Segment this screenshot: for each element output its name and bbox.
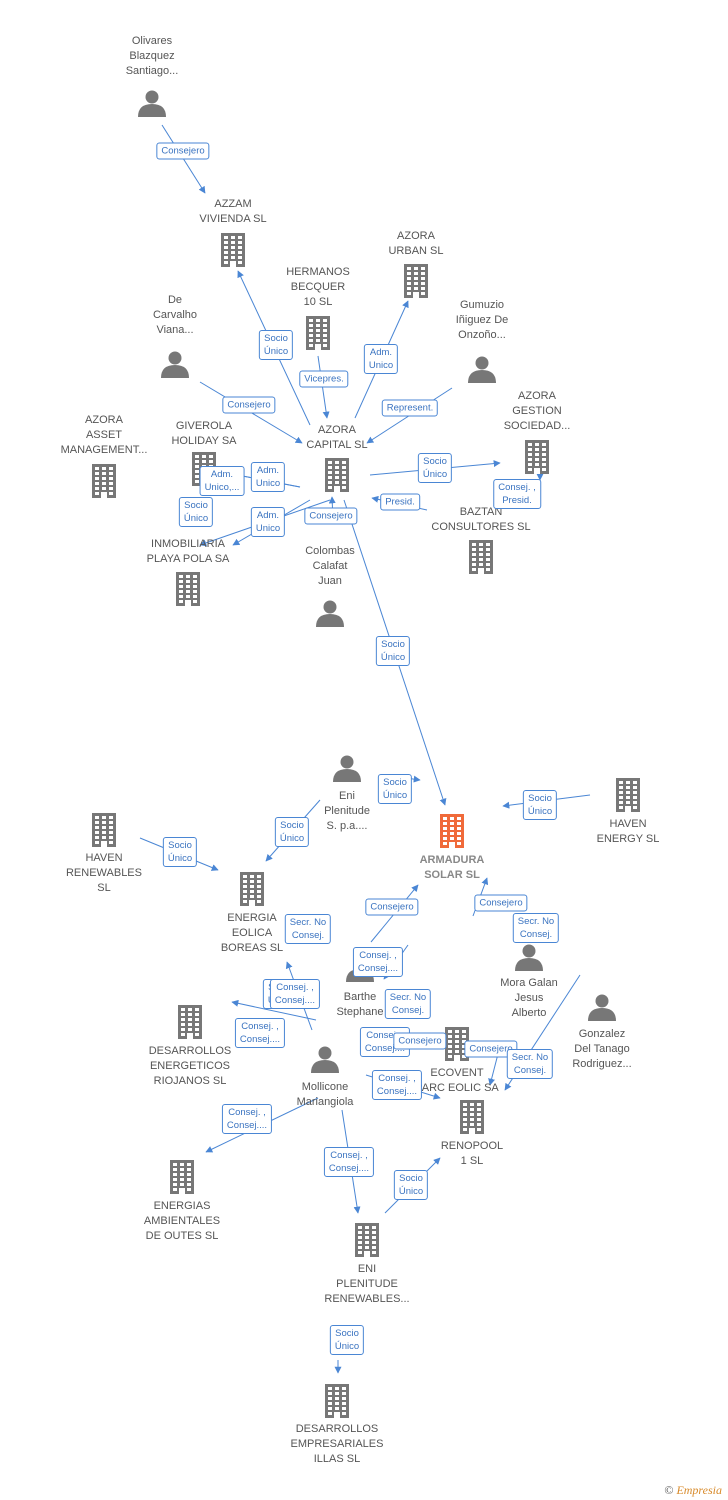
node-label-decarvalho[interactable]: De Carvalho Viana... (152, 294, 198, 336)
node-label-hermanos[interactable]: HERMANOS BECQUER 10 SL (286, 266, 350, 308)
building-icon-azora_gestion[interactable] (525, 440, 549, 474)
building-icon-azzam[interactable] (221, 233, 245, 267)
relation-label-16[interactable]: Socio Único (522, 790, 558, 820)
relation-label-5[interactable]: Consejero (222, 396, 276, 414)
building-icon-hermanos[interactable] (306, 316, 330, 350)
relation-label-26[interactable]: Consej. , Consej.... (234, 1018, 286, 1048)
relation-label-0[interactable]: Consejero (156, 142, 210, 160)
person-icon-mora[interactable] (515, 944, 543, 972)
relation-label-10[interactable]: Consejero (304, 507, 358, 525)
relation-label-22[interactable]: Secr. No Consej. (512, 913, 560, 943)
building-icon-eni_plenitude_renew[interactable] (355, 1223, 379, 1257)
node-label-azzam[interactable]: AZZAM VIVIENDA SL (199, 198, 267, 225)
node-label-gumuzio[interactable]: Gumuzio Iñiguez De Onzoño... (455, 299, 509, 341)
relation-label-27[interactable]: Secr. No Consej. (384, 989, 432, 1019)
person-icon-mollicone[interactable] (311, 1046, 339, 1074)
relation-label-12[interactable]: Socio Único (417, 453, 453, 483)
footer-brand: © Empresia (664, 1483, 722, 1498)
relation-label-15[interactable]: Socio Único (377, 774, 413, 804)
building-icon-inmobiliaria[interactable] (176, 572, 200, 606)
node-label-energia_eolica[interactable]: ENERGIA EOLICA BOREAS SL (220, 912, 284, 954)
node-label-gonzalez[interactable]: Gonzalez Del Tanago Rodriguez... (572, 1028, 632, 1070)
node-label-energias_ambientales[interactable]: ENERGIAS AMBIENTALES DE OUTES SL (143, 1200, 221, 1242)
building-icon-armadura[interactable] (440, 814, 464, 848)
node-label-azora_asset[interactable]: AZORA ASSET MANAGEMENT... (60, 414, 148, 456)
relation-label-29[interactable]: Consejero (393, 1032, 447, 1050)
node-label-inmobiliaria[interactable]: INMOBILIARIA PLAYA POLA SA (146, 538, 230, 565)
edge-26 (231, 999, 317, 1021)
building-icon-energia_eolica[interactable] (240, 872, 264, 906)
relation-label-11[interactable]: Presid. (380, 493, 420, 511)
copyright-symbol: © (664, 1483, 674, 1497)
node-label-azora_gestion[interactable]: AZORA GESTION SOCIEDAD... (503, 390, 571, 432)
person-icon-eni_plenitude_spa[interactable] (333, 755, 361, 783)
person-icon-colombas[interactable] (316, 600, 344, 628)
building-icon-desarrollos_riojanos[interactable] (178, 1005, 202, 1039)
relation-label-32[interactable]: Consej. , Consej.... (371, 1070, 423, 1100)
relation-label-25[interactable]: Consej. , Consej.... (269, 979, 321, 1009)
building-icon-energias_ambientales[interactable] (170, 1160, 194, 1194)
relation-label-31[interactable]: Secr. No Consej. (506, 1049, 554, 1079)
node-label-desarrollos_illas[interactable]: DESARROLLOS EMPRESARIALES ILLAS SL (290, 1423, 384, 1465)
node-label-olivares[interactable]: Olivares Blazquez Santiago... (125, 35, 179, 77)
node-label-haven_renewables[interactable]: HAVEN RENEWABLES SL (65, 852, 142, 894)
node-label-barthe[interactable]: Barthe Stephane (336, 991, 384, 1018)
relation-label-4[interactable]: Represent. (381, 399, 439, 417)
relation-label-9[interactable]: Adm. Unico (250, 507, 286, 537)
building-icon-azora_capital[interactable] (325, 458, 349, 492)
relation-label-7[interactable]: Adm. Unico (250, 462, 286, 492)
building-icon-haven_renewables[interactable] (92, 813, 116, 847)
relation-label-18[interactable]: Socio Único (274, 817, 310, 847)
relation-label-30[interactable]: Consejero (464, 1040, 518, 1058)
node-label-azora_urban[interactable]: AZORA URBAN SL (388, 230, 444, 257)
node-label-eni_plenitude_renew[interactable]: ENI PLENITUDE RENEWABLES... (324, 1263, 410, 1305)
node-label-azora_capital[interactable]: AZORA CAPITAL SL (306, 424, 368, 451)
building-icon-azora_urban[interactable] (404, 264, 428, 298)
building-icon-azora_asset[interactable] (92, 464, 116, 498)
building-icon-haven_energy[interactable] (616, 778, 640, 812)
node-label-renopool[interactable]: RENOPOOL 1 SL (440, 1140, 504, 1167)
node-label-mora[interactable]: Mora Galan Jesus Alberto (500, 977, 558, 1019)
relation-label-17[interactable]: Socio Único (162, 837, 198, 867)
node-label-colombas[interactable]: Colombas Calafat Juan (305, 545, 355, 587)
person-icon-decarvalho[interactable] (161, 351, 189, 379)
relation-label-34[interactable]: Consej. , Consej.... (323, 1147, 375, 1177)
relation-label-13[interactable]: Consej. , Presid. (493, 479, 541, 509)
node-label-giverola[interactable]: GIVEROLA HOLIDAY SA (171, 420, 237, 447)
relation-label-35[interactable]: Socio Único (393, 1170, 429, 1200)
relation-label-36[interactable]: Socio Único (329, 1325, 365, 1355)
relation-label-23[interactable]: Consej. , Consej.... (352, 947, 404, 977)
building-icon-renopool[interactable] (460, 1100, 484, 1134)
relation-label-33[interactable]: Consej. , Consej.... (221, 1104, 273, 1134)
person-icon-gonzalez[interactable] (588, 994, 616, 1022)
node-label-mollicone[interactable]: Mollicone Mariangiola (296, 1081, 354, 1108)
node-label-baztan[interactable]: BAZTAN CONSULTORES SL (431, 506, 531, 533)
person-icon-olivares[interactable] (138, 90, 166, 118)
relation-label-19[interactable]: Consejero (365, 898, 419, 916)
relation-label-21[interactable]: Secr. No Consej. (284, 914, 332, 944)
node-label-eni_plenitude_spa[interactable]: Eni Plenitude S. p.a.... (324, 790, 370, 832)
relation-label-14[interactable]: Socio Único (375, 636, 411, 666)
relation-label-20[interactable]: Consejero (474, 894, 528, 912)
relation-label-3[interactable]: Adm. Unico (363, 344, 399, 374)
node-label-ecovent[interactable]: ECOVENT PARC EOLIC SA (415, 1067, 499, 1094)
node-label-desarrollos_riojanos[interactable]: DESARROLLOS ENERGETICOS RIOJANOS SL (148, 1045, 232, 1087)
brand-name: Empresia (676, 1483, 722, 1497)
relation-label-8[interactable]: Socio Único (178, 497, 214, 527)
person-icon-gumuzio[interactable] (468, 356, 496, 384)
relation-label-1[interactable]: Socio Único (258, 330, 294, 360)
relation-label-2[interactable]: Vicepres. (299, 370, 349, 388)
building-icon-desarrollos_illas[interactable] (325, 1384, 349, 1418)
node-label-armadura[interactable]: ARMADURA SOLAR SL (419, 854, 485, 881)
relation-label-6[interactable]: Adm. Unico,... (199, 466, 245, 496)
building-icon-baztan[interactable] (469, 540, 493, 574)
node-label-haven_energy[interactable]: HAVEN ENERGY SL (596, 818, 660, 845)
